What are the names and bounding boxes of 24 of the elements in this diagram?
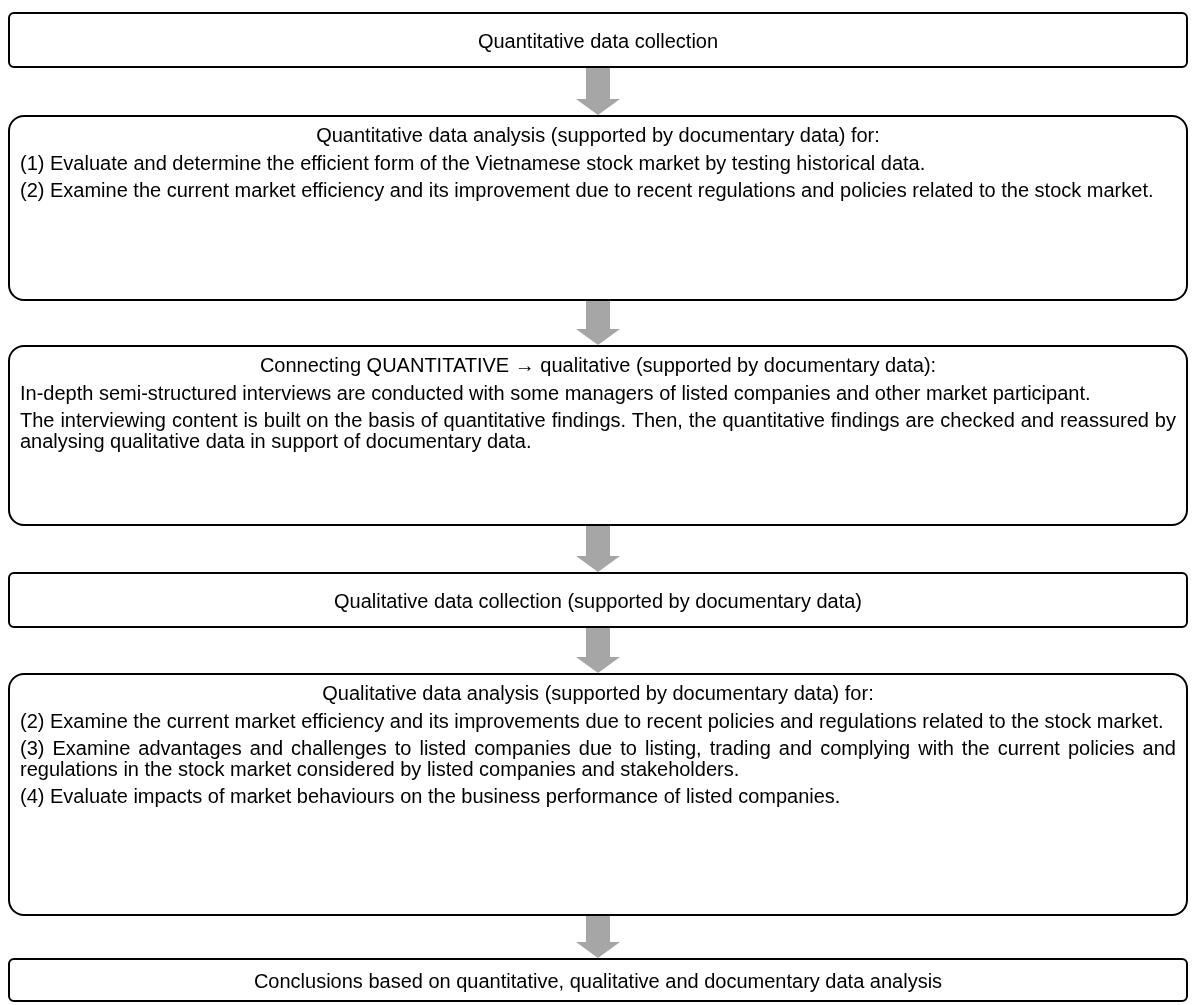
box-heading: Quantitative data analysis (supported by documentary data) for: [315, 123, 881, 147]
process-box [8, 12, 1188, 68]
box-text: (2) Examine the current market efficiency and its improvements due to recent policies and regulations related to the stock market. [20, 711, 1165, 732]
box-heading: Qualitative data analysis (supported by documentary data) for: [321, 681, 875, 705]
block-arrow [576, 526, 620, 572]
process-box [8, 115, 1188, 301]
block-arrow [576, 916, 620, 958]
process-box [8, 958, 1188, 1002]
box-text: The interviewing content is built on the basis of quantitative findings. Then, the quantitative findings are checked and reassured by analysing qualitative data in support of documentary data. [20, 410, 1176, 452]
block-arrow [576, 628, 620, 673]
box-heading: Qualitative data collection (supported by documentary data) [332, 589, 864, 613]
block-arrow [576, 68, 620, 115]
process-box [8, 572, 1188, 628]
block-arrow [576, 301, 620, 345]
box-heading: Conclusions based on quantitative, qualitative and documentary data analysis [252, 969, 944, 993]
box-text: In-depth semi-structured interviews are conducted with some managers of listed companies and other market participant. [20, 383, 1092, 404]
process-box [8, 345, 1188, 526]
box-text: (1) Evaluate and determine the efficient form of the Vietnamese stock market by testing historical data. [20, 153, 927, 174]
process-box [8, 673, 1188, 916]
box-heading: Connecting QUANTITATIVE → qualitative (supported by documentary data): [258, 353, 938, 377]
box-text: (2) Examine the current market efficiency and its improvement due to recent regulations and policies related to the stock market. [20, 180, 1155, 201]
box-text: (4) Evaluate impacts of market behaviours on the business performance of listed companies. [20, 786, 842, 807]
box-heading: Quantitative data collection [476, 29, 720, 53]
box-text: (3) Examine advantages and challenges to listed companies due to listing, trading and complying with the current policies and regulations in the stock market considered by listed companies and stakeholders. [20, 738, 1176, 780]
